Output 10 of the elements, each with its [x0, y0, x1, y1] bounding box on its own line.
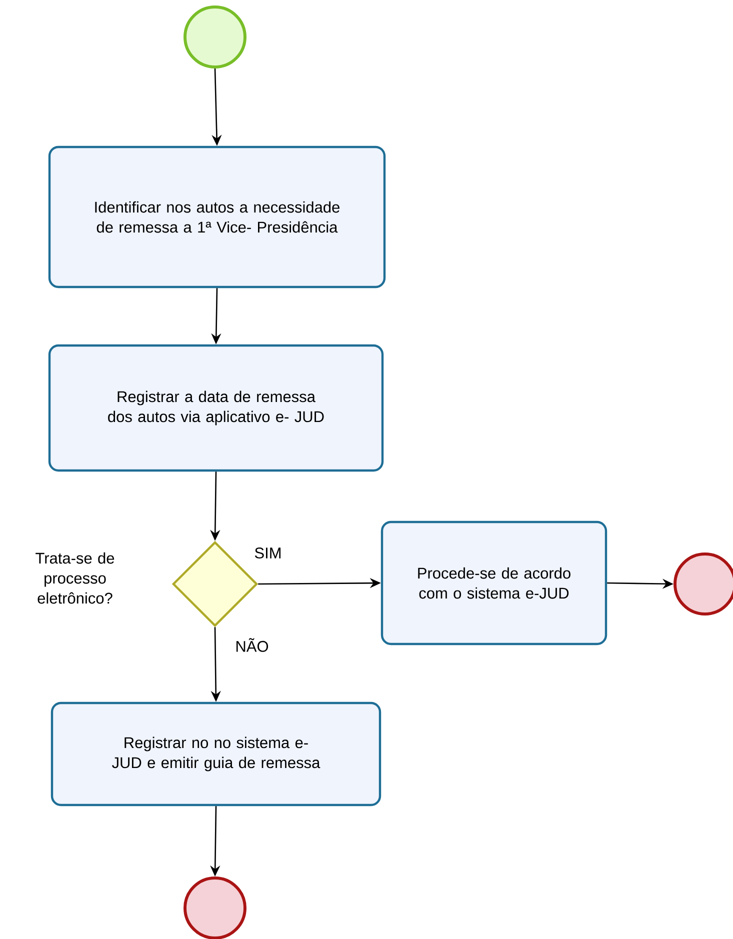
start-event-circle: [184, 6, 246, 68]
edge-label: NÃO: [234, 637, 270, 653]
question-text: Trata-se de processo eletrônico?: [36, 552, 114, 604]
edge-label: SIM: [253, 546, 283, 560]
process-box: Procede-se de acordo com o sistema e-JUD: [380, 520, 608, 646]
process-box: Registrar a data de remessa dos autos via aplicativo e- JUD: [48, 344, 384, 472]
process-box: Registrar no no sistema e- JUD e emitir guia de remessa: [50, 702, 382, 806]
end-event-circle: [674, 552, 733, 616]
end-event-circle: [184, 876, 246, 939]
process-box: Identificar nos autos a necessidade de remessa a 1ª Vice- Presidência: [48, 146, 386, 288]
